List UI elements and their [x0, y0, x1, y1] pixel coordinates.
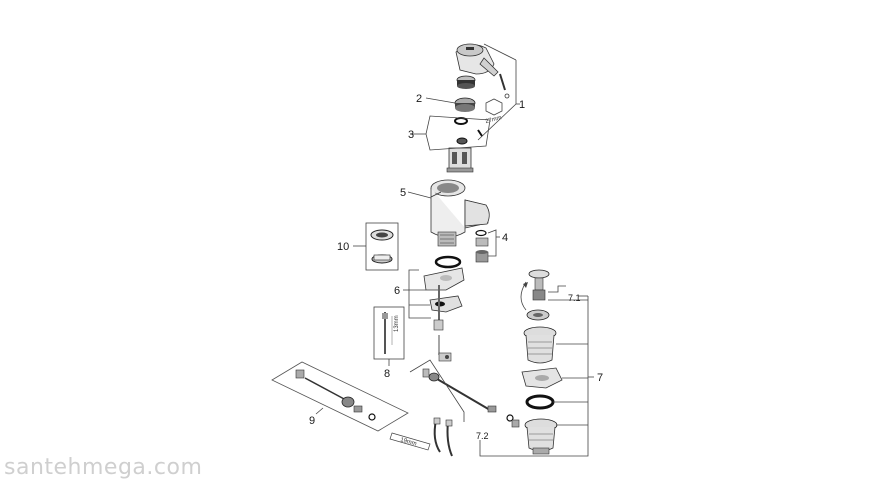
o-ring [434, 255, 462, 269]
screw-set [499, 73, 510, 99]
callout-7: 7 [597, 372, 603, 384]
escutcheon-box [365, 222, 399, 271]
waste-o-ring [525, 394, 555, 410]
mounting-plate [429, 295, 463, 313]
callout-7-2: 7.2 [476, 431, 489, 441]
cartridge [446, 147, 474, 173]
callout-3: 3 [408, 129, 414, 141]
pop-up-rod [422, 368, 520, 428]
hex-size-label: 27mm [485, 115, 503, 125]
waste-body-top [523, 326, 557, 364]
watermark-text: santehmega.com [4, 455, 203, 480]
gasket-horseshoe [423, 267, 465, 291]
retaining-nut [454, 97, 476, 112]
callout-9: 9 [309, 415, 315, 427]
callout-10: 10 [337, 241, 349, 253]
faucet-body [430, 179, 490, 247]
leader-lines [315, 43, 594, 457]
lever-handle [455, 43, 499, 77]
waste-body-bottom [524, 418, 558, 455]
flex-hoses [433, 417, 453, 457]
callout-7-1: 7.1 [568, 293, 581, 303]
callout-5: 5 [400, 187, 406, 199]
waste-gasket [521, 367, 563, 389]
callout-2: 2 [416, 93, 422, 105]
aerator-parts [475, 229, 489, 263]
hex-size-icon [485, 98, 503, 116]
cartridge-seal [454, 117, 483, 145]
flange-ring [526, 309, 550, 321]
callout-6: 6 [394, 285, 400, 297]
callout-8: 8 [384, 368, 390, 380]
pop-up-plug [520, 269, 550, 311]
hose-panel [271, 361, 409, 432]
sleeve-box [373, 306, 405, 360]
clip-part [438, 352, 452, 362]
callout-4: 4 [502, 232, 508, 244]
sleeve-size-label: 13mm [394, 315, 400, 332]
threaded-rod [433, 285, 444, 355]
callout-1: 1 [519, 99, 525, 111]
wrench-icon [389, 432, 431, 451]
cap-ring [456, 75, 476, 89]
wrench-size-label: 19mm [399, 437, 417, 447]
